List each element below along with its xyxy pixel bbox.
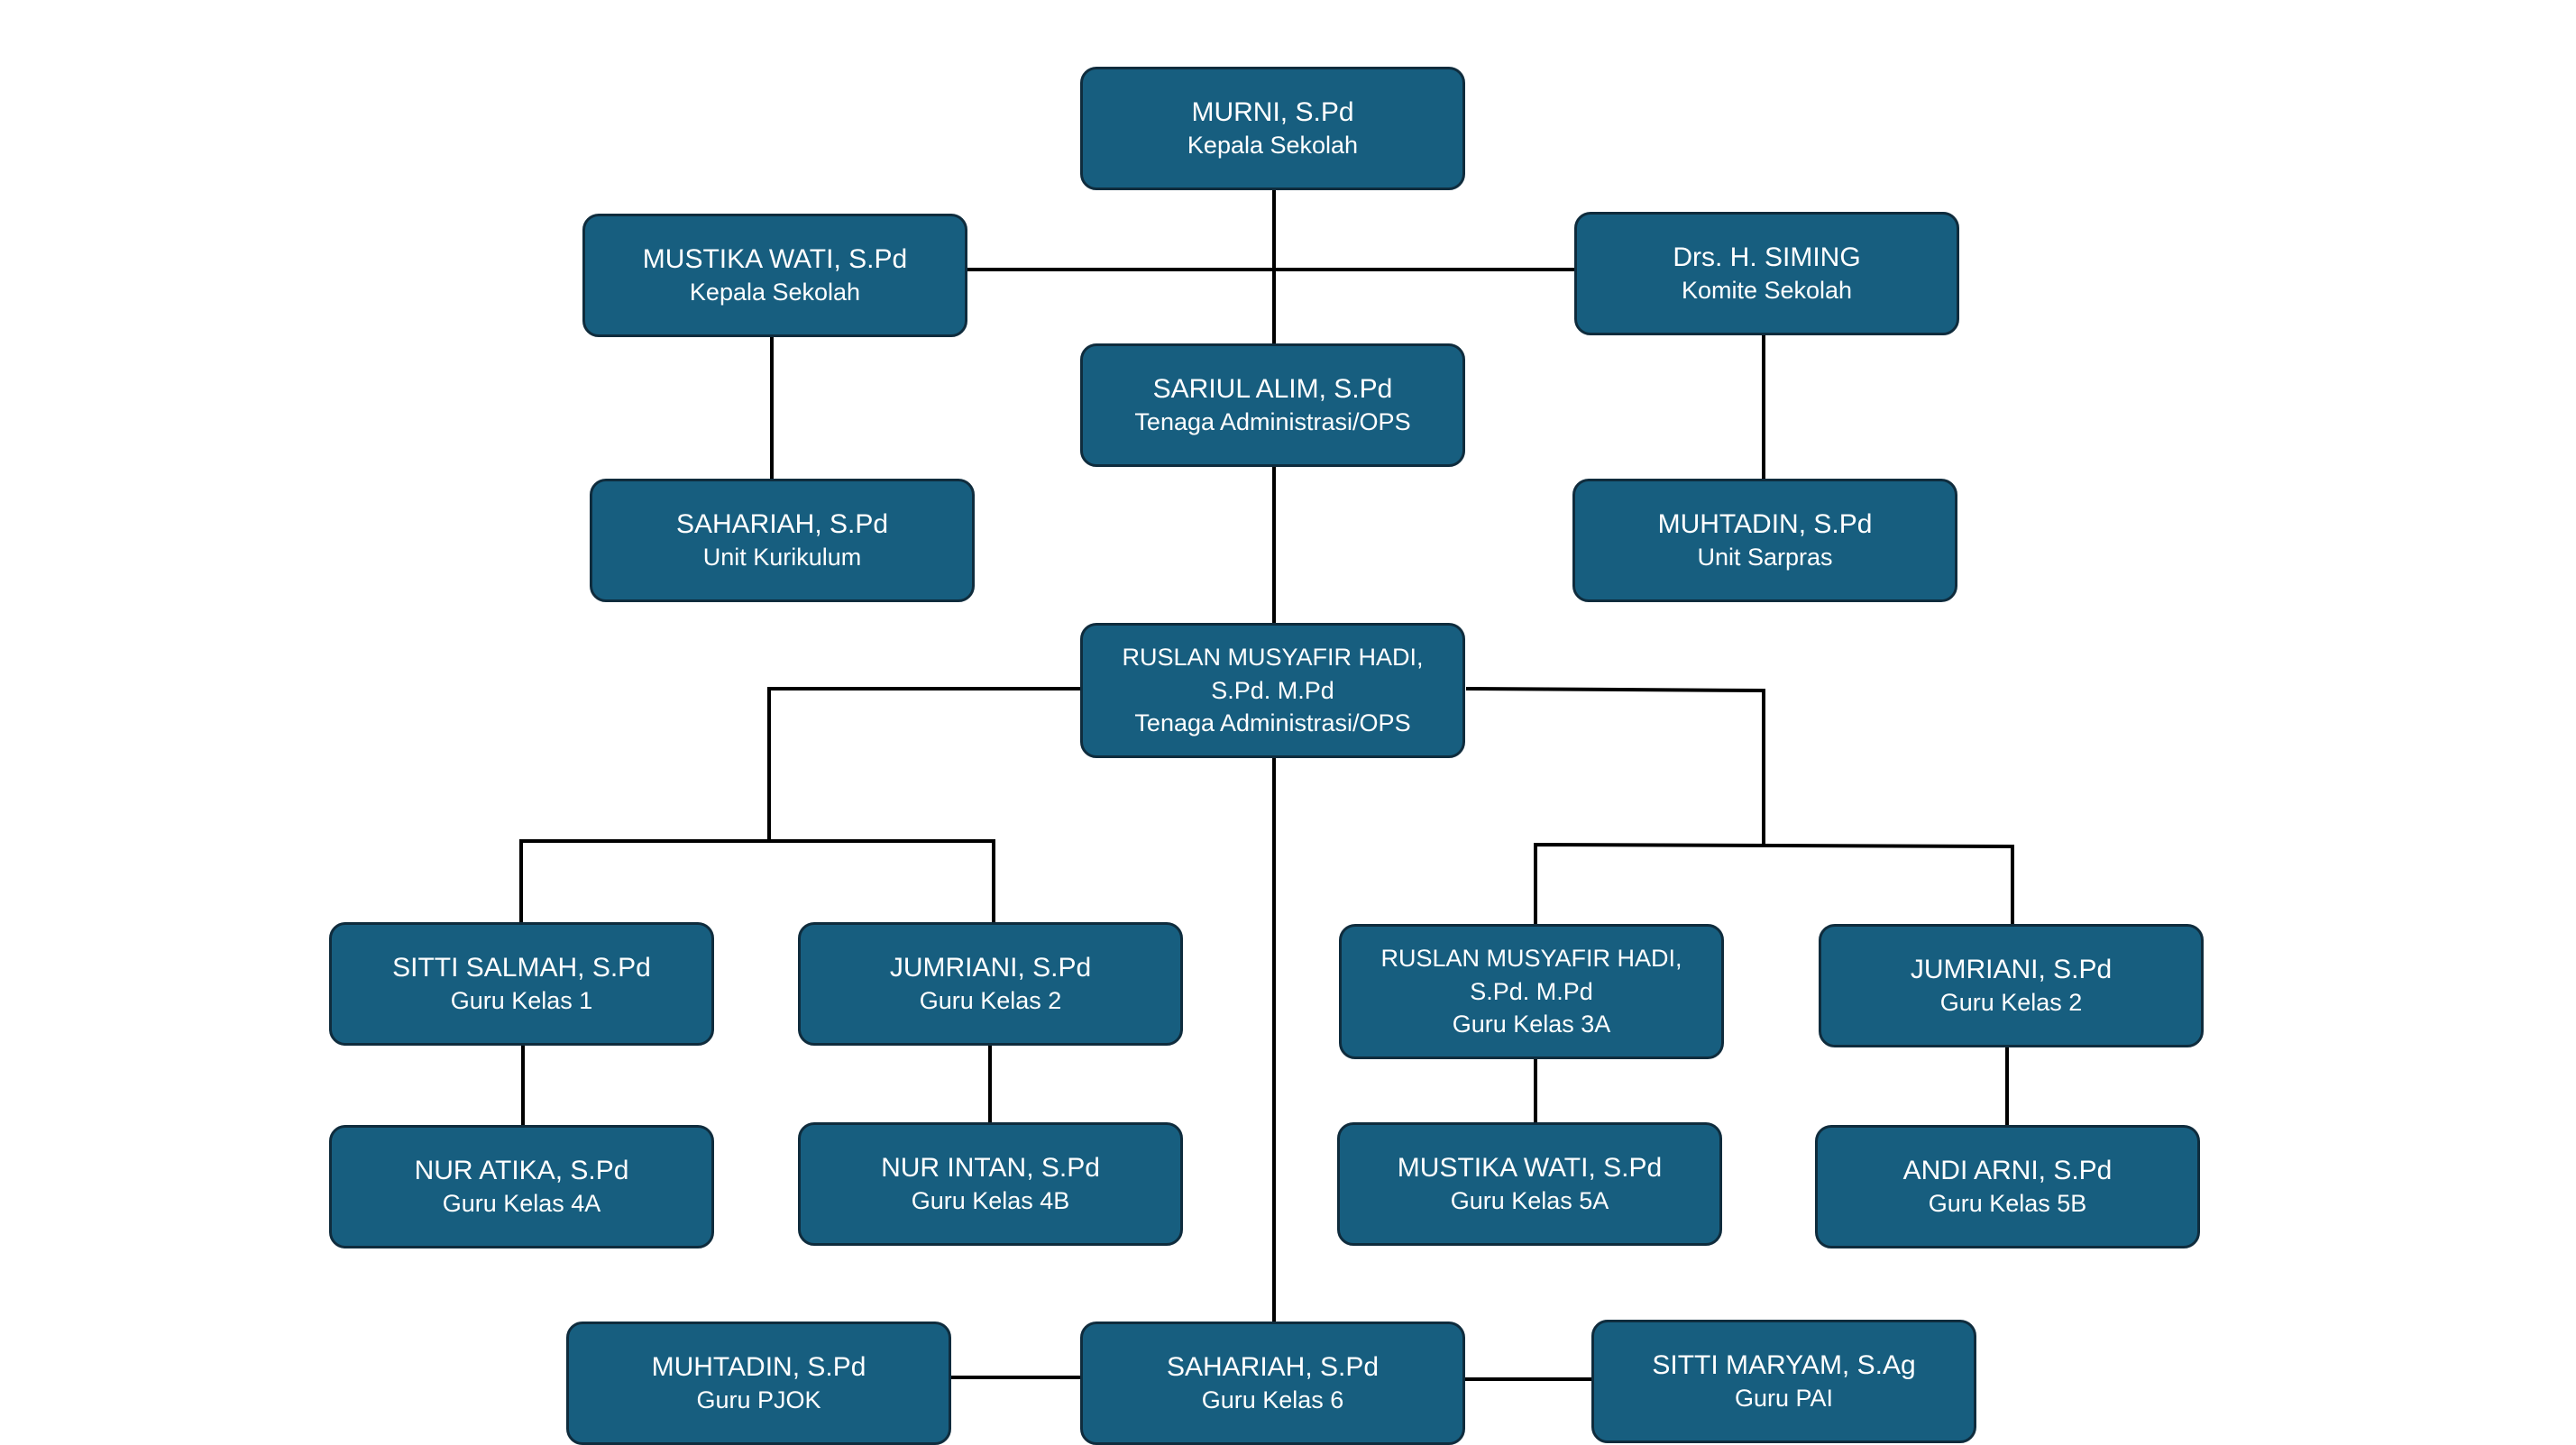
node-name-line1: RUSLAN MUSYAFIR HADI, [1122, 644, 1424, 672]
node-name-line1: RUSLAN MUSYAFIR HADI, [1380, 945, 1682, 973]
node-guru-kelas-4a: NUR ATIKA, S.Pd Guru Kelas 4A [329, 1125, 714, 1248]
node-guru-kelas-3a: RUSLAN MUSYAFIR HADI, S.Pd. M.Pd Guru Ke… [1339, 924, 1724, 1059]
node-name: SITTI MARYAM, S.Ag [1652, 1350, 1916, 1381]
node-guru-kelas-6: SAHARIAH, S.Pd Guru Kelas 6 [1080, 1322, 1465, 1445]
node-name: NUR INTAN, S.Pd [881, 1153, 1100, 1184]
node-role: Kepala Sekolah [689, 279, 861, 306]
node-role: Guru Kelas 1 [450, 987, 593, 1015]
connector-admin2-left-branch [767, 687, 1082, 841]
node-guru-kelas-2-left: JUMRIANI, S.Pd Guru Kelas 2 [798, 922, 1183, 1046]
node-guru-kelas-1: SITTI SALMAH, S.Pd Guru Kelas 1 [329, 922, 714, 1046]
node-role: Guru Kelas 3A [1452, 1011, 1611, 1038]
node-name-line2: S.Pd. M.Pd [1211, 676, 1334, 704]
node-name: JUMRIANI, S.Pd [1910, 955, 2113, 985]
node-role: Kepala Sekolah [1187, 132, 1359, 160]
node-role: Guru Kelas 4A [442, 1190, 601, 1218]
node-name: NUR ATIKA, S.Pd [414, 1156, 629, 1186]
node-name: SAHARIAH, S.Pd [675, 509, 889, 540]
node-tenaga-administrasi-2: RUSLAN MUSYAFIR HADI, S.Pd. M.Pd Tenaga … [1080, 623, 1465, 758]
node-guru-kelas-5b: ANDI ARNI, S.Pd Guru Kelas 5B [1815, 1125, 2200, 1248]
node-role: Guru Kelas 2 [1939, 989, 2083, 1017]
node-role: Unit Kurikulum [702, 544, 862, 572]
node-role: Tenaga Administrasi/OPS [1134, 709, 1411, 737]
node-unit-kurikulum: SAHARIAH, S.Pd Unit Kurikulum [590, 479, 975, 602]
node-unit-sarpras: MUHTADIN, S.Pd Unit Sarpras [1572, 479, 1957, 602]
node-guru-kelas-4b: NUR INTAN, S.Pd Guru Kelas 4B [798, 1122, 1183, 1246]
node-role: Guru Kelas 5B [1928, 1190, 2087, 1218]
node-kepala-sekolah: MURNI, S.Pd Kepala Sekolah [1080, 67, 1465, 190]
node-role: Tenaga Administrasi/OPS [1134, 408, 1411, 436]
node-name: MUSTIKA WATI, S.Pd [642, 244, 908, 275]
node-guru-kelas-2-right: JUMRIANI, S.Pd Guru Kelas 2 [1819, 924, 2204, 1047]
node-name: JUMRIANI, S.Pd [889, 953, 1092, 983]
node-name: MUHTADIN, S.Pd [651, 1352, 866, 1383]
connector-admin2-right-branch [1465, 686, 1765, 846]
node-guru-pai: SITTI MARYAM, S.Ag Guru PAI [1591, 1320, 1976, 1443]
node-name: ANDI ARNI, S.Pd [1902, 1156, 2113, 1186]
node-role: Guru PAI [1734, 1385, 1834, 1413]
node-name: MUSTIKA WATI, S.Pd [1397, 1153, 1663, 1184]
node-role: Guru PJOK [696, 1386, 821, 1414]
node-name: Drs. H. SIMING [1673, 242, 1861, 273]
node-name: SAHARIAH, S.Pd [1166, 1352, 1380, 1383]
node-wakil-kepala: MUSTIKA WATI, S.Pd Kepala Sekolah [582, 214, 967, 337]
node-name: SITTI SALMAH, S.Pd [392, 953, 651, 983]
node-role: Komite Sekolah [1681, 277, 1853, 305]
node-role: Guru Kelas 6 [1201, 1386, 1344, 1414]
node-role: Guru Kelas 2 [919, 987, 1062, 1015]
node-name-line2: S.Pd. M.Pd [1470, 977, 1593, 1005]
node-name: MUHTADIN, S.Pd [1657, 509, 1873, 540]
node-role: Unit Sarpras [1697, 544, 1833, 572]
node-name: SARIUL ALIM, S.Pd [1152, 374, 1393, 405]
node-tenaga-administrasi-1: SARIUL ALIM, S.Pd Tenaga Administrasi/OP… [1080, 343, 1465, 467]
node-guru-pjok: MUHTADIN, S.Pd Guru PJOK [566, 1322, 951, 1445]
node-komite-sekolah: Drs. H. SIMING Komite Sekolah [1574, 212, 1959, 335]
connector-right-bus [1534, 842, 2014, 927]
node-role: Guru Kelas 4B [911, 1187, 1070, 1215]
node-role: Guru Kelas 5A [1450, 1187, 1609, 1215]
node-guru-kelas-5a: MUSTIKA WATI, S.Pd Guru Kelas 5A [1337, 1122, 1722, 1246]
node-name: MURNI, S.Pd [1191, 97, 1354, 128]
connector-left-bus [519, 839, 995, 924]
